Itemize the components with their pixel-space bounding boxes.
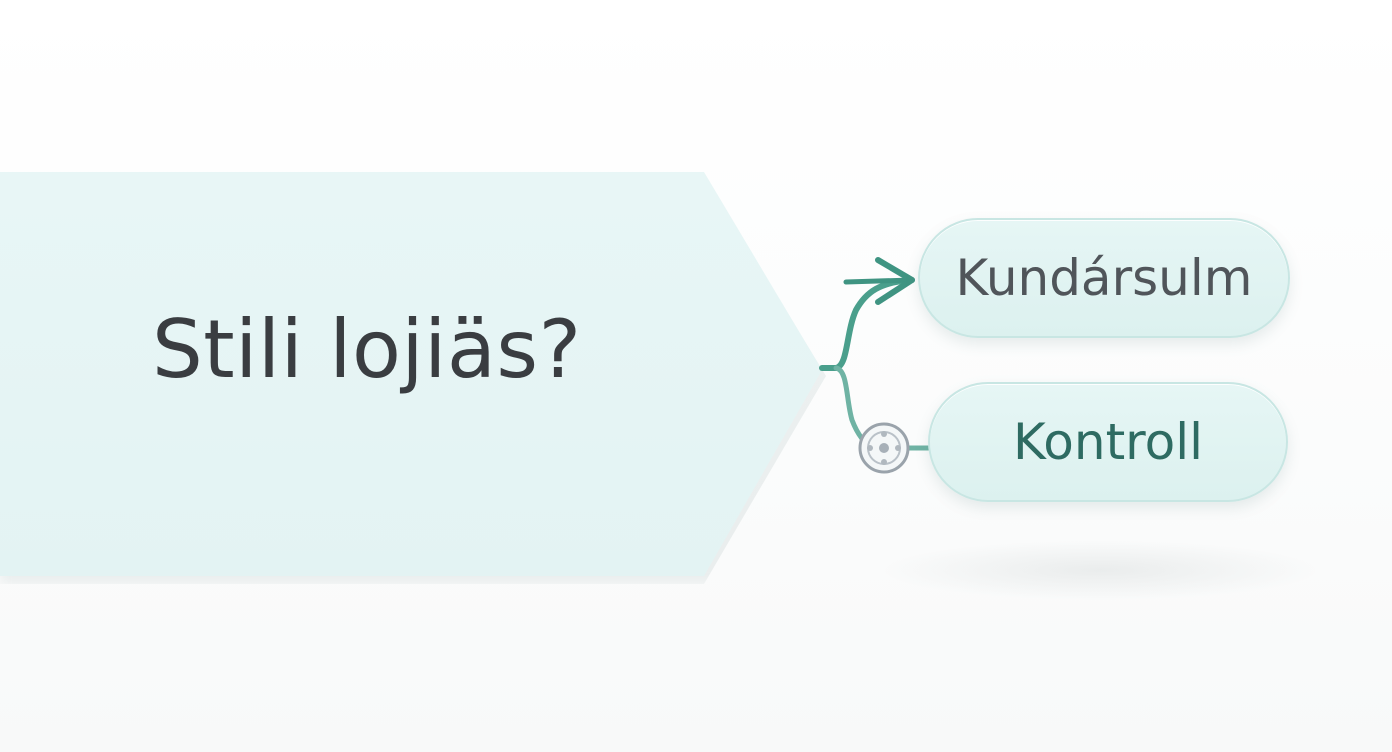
options-floor-shadow (880, 540, 1320, 600)
question-text: Stili lojiäs? (152, 303, 582, 396)
option-label: Kundársulm (955, 249, 1253, 307)
gear-icon (858, 422, 910, 474)
arrow-icon (875, 257, 915, 305)
option-label: Kontroll (1012, 413, 1203, 471)
connector-upper-branch (833, 277, 915, 371)
option-kontroll[interactable]: Kontroll (928, 382, 1288, 502)
connector-upper-line (843, 277, 915, 285)
option-kundarsulm[interactable]: Kundársulm (918, 218, 1290, 338)
question-panel (0, 172, 822, 576)
